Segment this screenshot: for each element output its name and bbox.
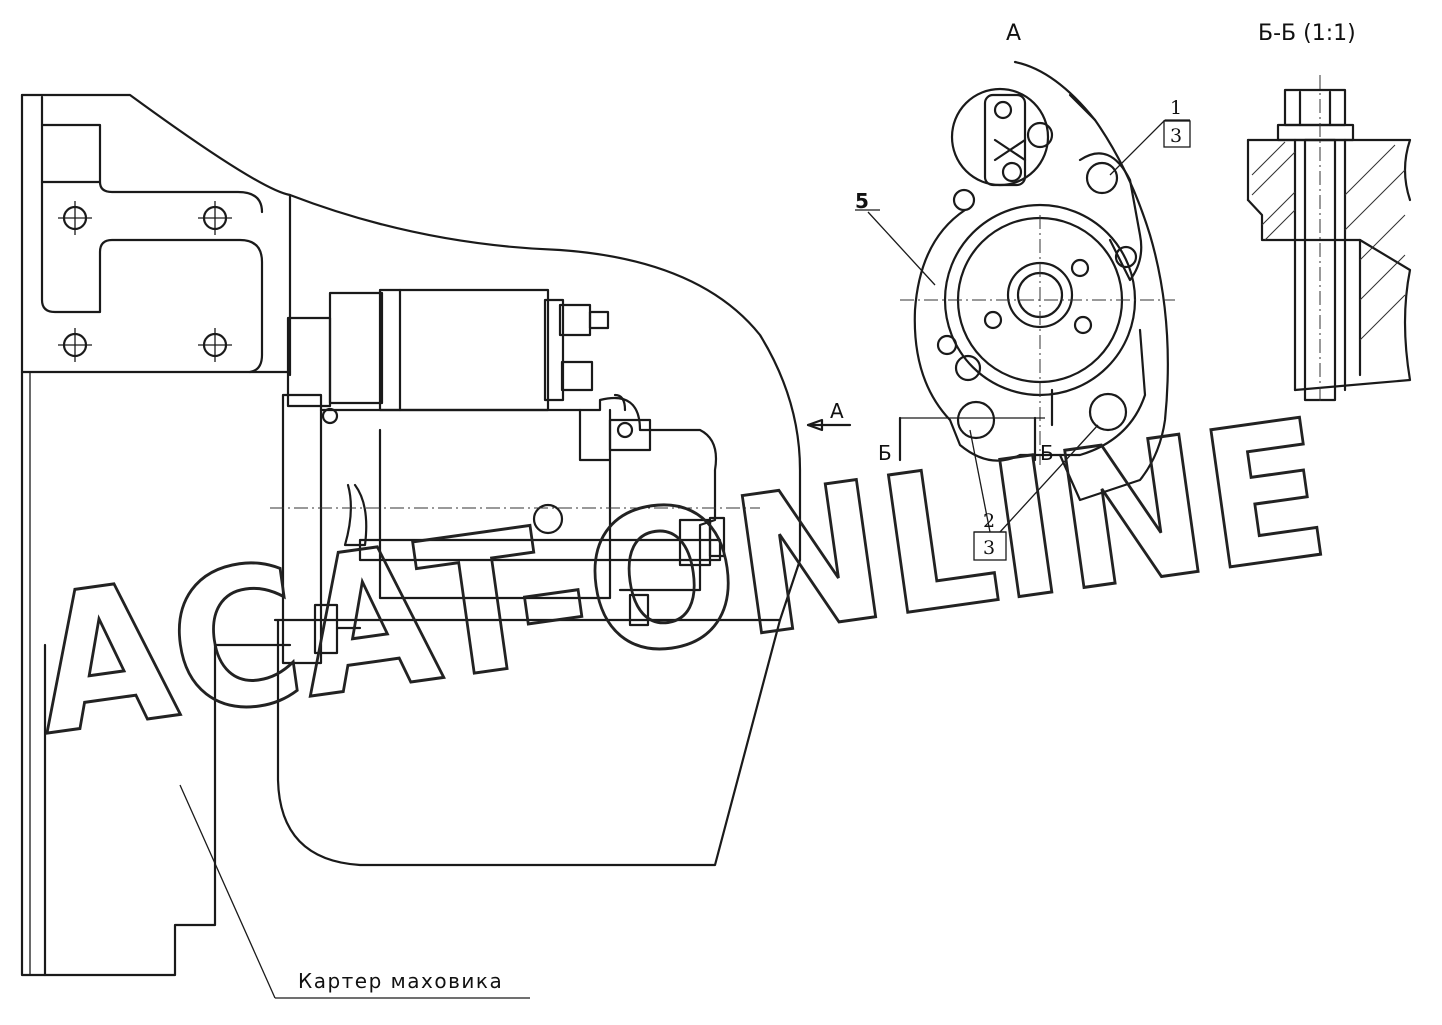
starter-side-view [270, 288, 760, 665]
callout-3-bottom: 3 [983, 537, 995, 559]
callout-5: 5 [855, 189, 869, 213]
section-mark-b-left: Б [878, 441, 892, 465]
section-bb-title: Б-Б (1:1) [1258, 21, 1356, 46]
watermark: ACAT-ONLINE [22, 378, 1340, 778]
callout-2: 2 [983, 510, 995, 532]
callout-1: 1 [1170, 97, 1182, 119]
view-a-title: А [1006, 21, 1021, 46]
flywheel-housing-outline [20, 93, 802, 977]
bolt-icon [58, 201, 92, 235]
view-a [900, 60, 1175, 502]
bolt-icon [198, 328, 232, 362]
section-mark-b-right: Б [1040, 441, 1054, 465]
section-mark-a: А [830, 399, 844, 423]
callout-3-top: 3 [1170, 125, 1182, 147]
housing-bolts [58, 201, 232, 362]
flywheel-housing-label: Картер маховика [298, 969, 503, 993]
callouts [855, 119, 1191, 561]
bolt-icon [198, 201, 232, 235]
bolt-icon [58, 328, 92, 362]
section-bb [1246, 75, 1412, 405]
section-marks: А Б Б [806, 399, 1054, 465]
